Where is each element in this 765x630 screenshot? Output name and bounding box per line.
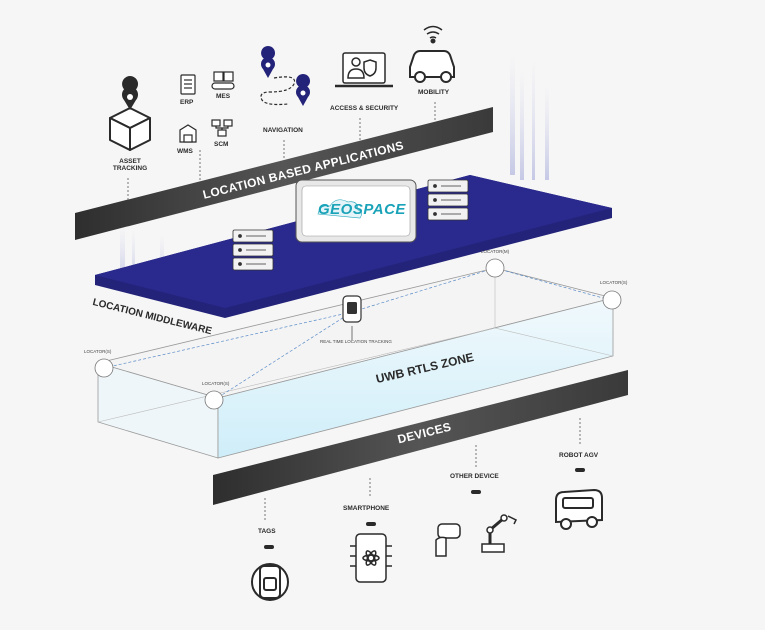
smartphone-label: SMARTPHONE xyxy=(343,505,390,512)
locator-icon xyxy=(94,258,622,410)
mobility-label: MOBILITY xyxy=(418,89,450,96)
asset-tracking-icon xyxy=(109,76,151,151)
wms-icon xyxy=(179,124,197,143)
navigation-icon xyxy=(260,46,311,106)
geospace-display xyxy=(295,179,417,243)
mes-label: MES xyxy=(216,93,231,100)
geospace-logo: GEOSPACE xyxy=(318,201,406,218)
robot-agv-icon xyxy=(555,488,603,530)
mes-icon xyxy=(211,71,235,90)
navigation-label: NAVIGATION xyxy=(263,127,303,134)
erp-icon xyxy=(180,74,196,95)
scm-label: SCM xyxy=(214,141,229,148)
tag-icon xyxy=(251,563,289,601)
rtls-tracker-icon xyxy=(342,295,362,340)
vr-headset-icon xyxy=(435,523,461,557)
devices-band xyxy=(213,370,628,505)
server-icon xyxy=(427,179,469,221)
locator-label: LOCATOR(S) xyxy=(202,381,230,386)
mobility-icon xyxy=(409,25,455,83)
other-device-label: OTHER DEVICE xyxy=(450,473,499,480)
asset-tracking-text: ASSET TRACKING xyxy=(112,158,148,173)
signal-indicator xyxy=(264,468,585,549)
erp-label: ERP xyxy=(180,99,194,106)
wms-label: WMS xyxy=(177,148,193,155)
rtls-zone-box xyxy=(96,267,614,459)
app-leader-lines xyxy=(127,102,436,202)
smartphone-icon xyxy=(350,533,392,583)
tags-label: TAGS xyxy=(258,528,276,535)
robot-agv-label: ROBOT AGV xyxy=(559,452,599,459)
locator-label: LOCATOR(S) xyxy=(84,349,112,354)
access-security-label: ACCESS & SECURITY xyxy=(330,105,399,112)
robot-arm-icon xyxy=(481,514,518,553)
server-icon xyxy=(232,229,274,271)
access-security-icon xyxy=(335,52,393,88)
device-leader-lines xyxy=(264,418,581,520)
scm-icon xyxy=(211,119,233,137)
applications-band xyxy=(75,107,493,240)
rtls-label: REAL TIME LOCATION TRACKING xyxy=(320,339,392,344)
locator-label: LOCATOR(M) xyxy=(481,249,510,254)
locator-label: LOCATOR(S) xyxy=(600,280,628,285)
asset-tracking-label: ASSET TRACKING xyxy=(110,158,150,172)
